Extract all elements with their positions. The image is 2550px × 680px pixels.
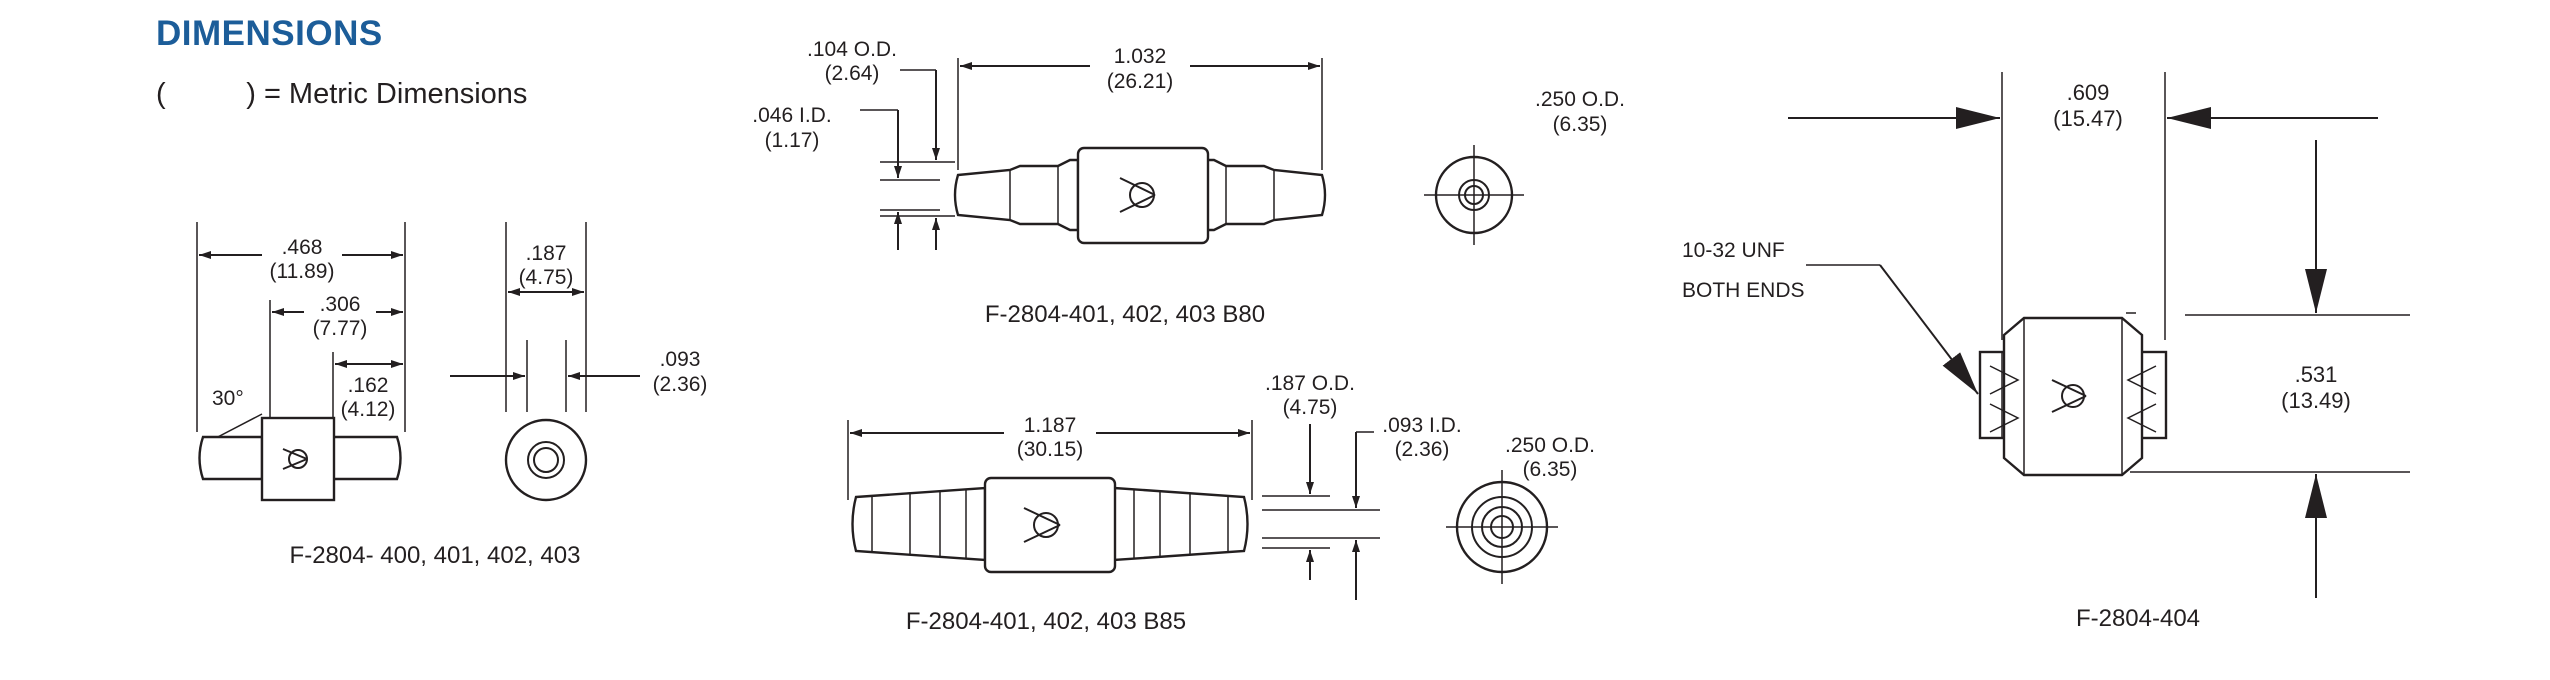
dim-od: .187 O.D. [1265, 372, 1355, 395]
dim-height-mm: (13.49) [2281, 388, 2351, 413]
thread-label-1: 10-32 UNF [1682, 239, 1785, 262]
figure-1: .468 (11.89) .306 (7.77) .162 (4.12) 30° [196, 222, 708, 569]
thread-arrow [1879, 264, 1979, 395]
dim-id-mm: (2.36) [1395, 438, 1450, 461]
barb-right [331, 435, 402, 481]
dim-overall: .468 [282, 236, 323, 259]
dim-mid-mm: (7.77) [313, 317, 368, 340]
figure-2: .104 O.D. (2.64) .046 I.D. (1.17) 1.032 … [752, 38, 1625, 328]
dim-end-od-mm: (6.35) [1523, 458, 1578, 481]
check-valve-symbol-icon [2051, 379, 2087, 413]
dim-bore-mm: (2.36) [653, 373, 708, 396]
label-bg [514, 238, 582, 288]
dim-id: .093 I.D. [1382, 414, 1461, 437]
barb-ribs [871, 489, 967, 559]
dim-length-mm: (26.21) [1107, 70, 1174, 93]
dim-width-mm: (15.47) [2053, 106, 2123, 131]
dim-length: 1.032 [1114, 45, 1167, 68]
end-view-outer [504, 418, 588, 502]
dim-overall-mm: (11.89) [270, 260, 335, 283]
tube-left [953, 158, 1080, 232]
dim-end-width-mm: (4.75) [519, 266, 574, 289]
angle-line [211, 413, 263, 441]
dim-length-mm: (30.15) [1017, 438, 1084, 461]
caption-fig1: F-2804- 400, 401, 402, 403 [290, 542, 581, 569]
dim-bore: .093 [660, 348, 701, 371]
page-title: DIMENSIONS [156, 14, 383, 53]
end-view-bore [533, 447, 559, 473]
dim-id: .046 I.D. [752, 104, 831, 127]
dim-end-od: .250 O.D. [1535, 88, 1625, 111]
figure-4: .609 (15.47) .531 (13.49) 10-32 UNF BOTH… [1682, 72, 2410, 632]
dim-end-od: .250 O.D. [1505, 434, 1595, 457]
valve-body [260, 416, 336, 502]
barb-ribs [1133, 489, 1229, 559]
dim-end-width: .187 [526, 242, 567, 265]
dim-od-mm: (2.64) [825, 62, 880, 85]
dim-id-mm: (1.17) [765, 129, 820, 152]
dim-end-od-mm: (6.35) [1553, 113, 1608, 136]
check-valve-symbol-icon [1023, 507, 1061, 543]
dim-short-mm: (4.12) [341, 398, 396, 421]
caption-fig2: F-2804-401, 402, 403 B80 [985, 301, 1265, 328]
label-bg [304, 300, 376, 346]
dim-od: .104 O.D. [807, 38, 897, 61]
figure-3: 1.187 (30.15) .187 O.D. (4.75) .093 I.D.… [847, 372, 1595, 635]
thread-marks [1989, 365, 2157, 433]
dim-short: .162 [348, 374, 389, 397]
label-bg [262, 246, 342, 294]
check-valve-symbol-icon [282, 448, 308, 470]
check-valve-symbol-icon [1119, 177, 1156, 213]
tube-left [851, 486, 987, 562]
dim-width: .609 [2067, 80, 2110, 105]
label-bg [1090, 44, 1190, 96]
barb-left [198, 435, 264, 481]
caption-fig3: F-2804-401, 402, 403 B85 [906, 608, 1186, 635]
caption-fig4: F-2804-404 [2076, 605, 2200, 632]
dim-length: 1.187 [1024, 414, 1077, 437]
dim-height: .531 [2295, 362, 2338, 387]
end-view-mid [527, 441, 565, 479]
dim-od-mm: (4.75) [1283, 396, 1338, 419]
tube-right [1204, 158, 1327, 232]
valve-body [1076, 146, 1210, 245]
valve-body [983, 476, 1117, 574]
dim-mid: .306 [320, 293, 361, 316]
dim-angle: 30° [212, 387, 244, 410]
thread-label-2: BOTH ENDS [1682, 279, 1805, 302]
metric-note: ( ) = Metric Dimensions [156, 78, 528, 110]
tube-right [1112, 486, 1249, 562]
label-bg [1004, 412, 1096, 464]
